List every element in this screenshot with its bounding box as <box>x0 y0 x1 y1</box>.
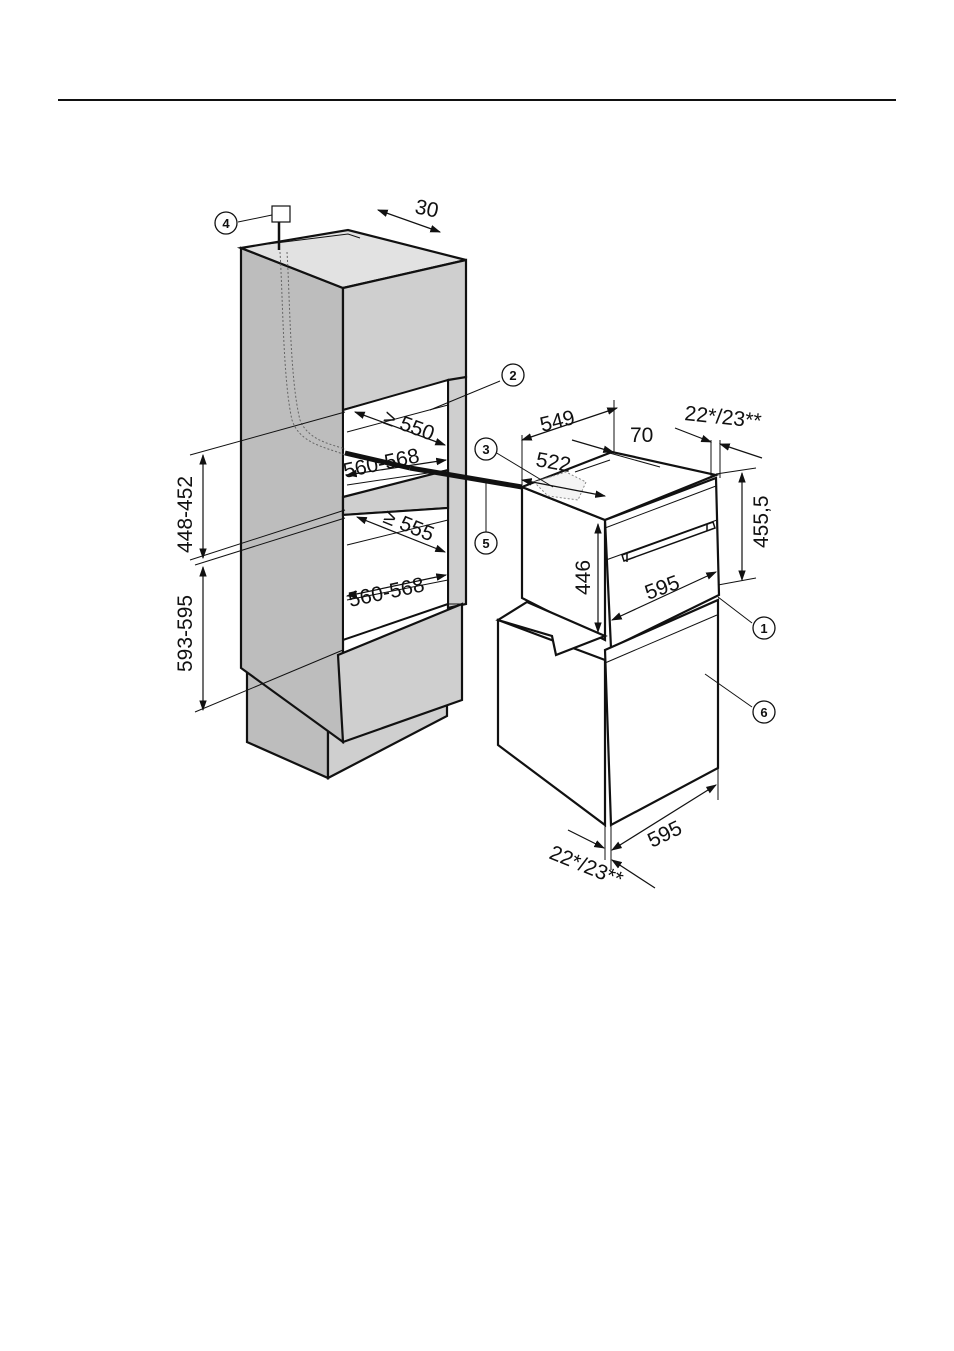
dim-app-depth-total: 549 <box>538 406 578 437</box>
dim-app-front-offset: 70 <box>630 424 653 447</box>
dim-app-body-depth: 522 <box>534 448 573 477</box>
callout-3: 3 <box>475 438 497 460</box>
dim-upper-height: 448-452 <box>174 476 197 553</box>
dim-app-body-height: 446 <box>572 560 595 595</box>
cabinet-side-panel <box>241 248 343 742</box>
junction-box <box>272 206 290 222</box>
callout-4: 4 <box>215 212 237 234</box>
dim-app-front-thickness-top: 22*/23** <box>683 402 762 433</box>
svg-text:4: 4 <box>222 216 230 231</box>
callout-2: 2 <box>502 364 524 386</box>
tall-cabinet <box>241 206 522 778</box>
dim-niche-depth-top: 30 <box>413 195 441 222</box>
svg-text:6: 6 <box>760 705 767 720</box>
callout-5: 5 <box>475 532 497 554</box>
callout-1: 1 <box>753 617 775 639</box>
callout-6: 6 <box>753 701 775 723</box>
oven-body-side <box>498 620 605 825</box>
svg-text:5: 5 <box>482 536 489 551</box>
svg-text:2: 2 <box>509 368 516 383</box>
dim-oven-width: 595 <box>644 816 686 852</box>
dim-app-height-total: 455,5 <box>750 495 773 548</box>
cabinet-right-post <box>448 377 466 608</box>
dim-lower-height: 593-595 <box>174 595 197 672</box>
svg-text:1: 1 <box>760 621 767 636</box>
svg-text:3: 3 <box>482 442 489 457</box>
oven-unit <box>498 600 718 825</box>
